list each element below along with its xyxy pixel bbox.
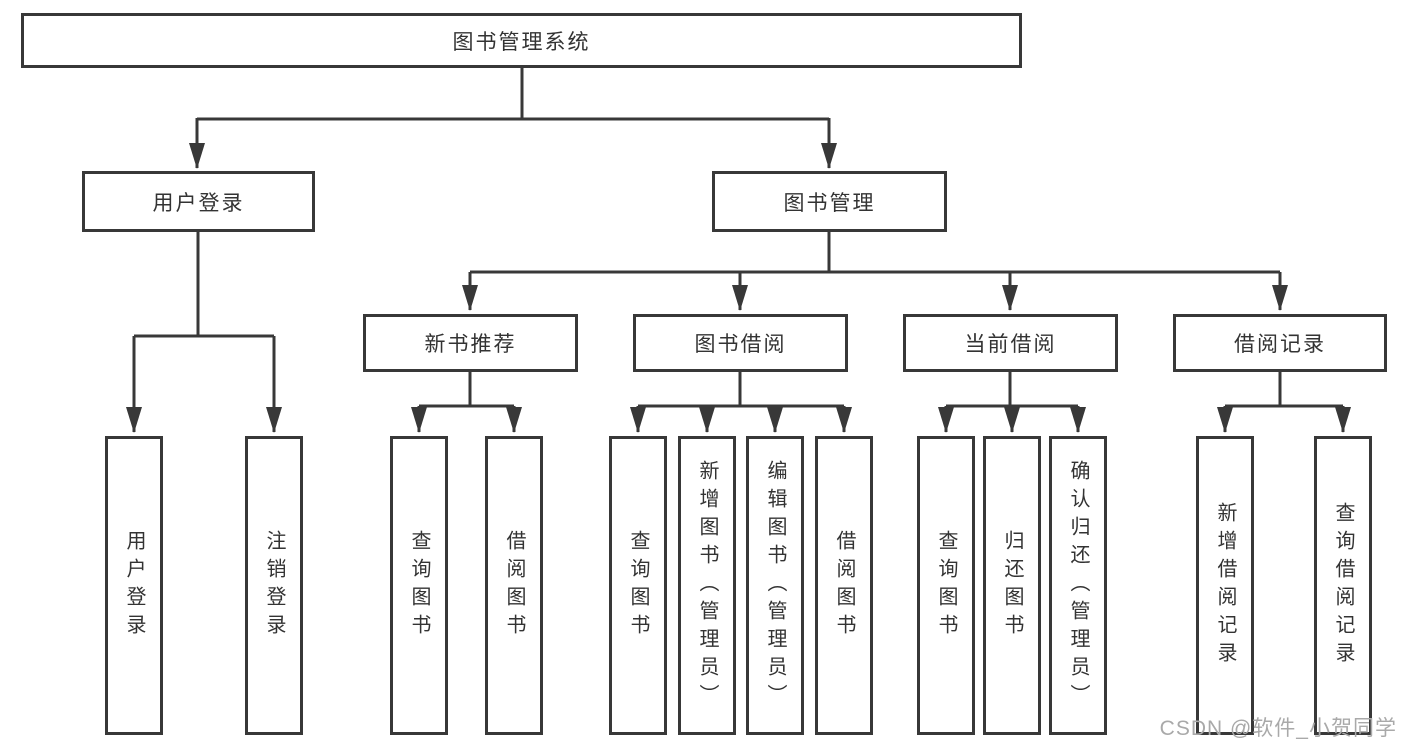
connector-user-login-branch — [126, 232, 282, 433]
connector-book-management-branch — [462, 232, 1288, 311]
leaf-confirm-return-admin: 确认归还（管理员） — [1049, 436, 1107, 735]
node-library-management-system: 图书管理系统 — [21, 13, 1022, 68]
leaf-query-books-current: 查询图书 — [917, 436, 975, 735]
leaf-label: 借阅图书 — [833, 529, 855, 642]
leaf-user-login: 用户登录 — [105, 436, 163, 735]
node-label: 图书管理系统 — [452, 30, 591, 54]
leaf-label: 查询图书 — [408, 529, 430, 642]
leaf-label: 查询图书 — [627, 529, 649, 642]
leaf-query-books-recommend: 查询图书 — [390, 436, 448, 735]
node-user-login: 用户登录 — [82, 171, 315, 232]
connector-root-to-level2 — [189, 68, 837, 169]
leaf-add-book-admin: 新增图书（管理员） — [678, 436, 736, 735]
leaf-query-borrow-record: 查询借阅记录 — [1314, 436, 1372, 735]
node-book-borrowing: 图书借阅 — [633, 314, 848, 372]
node-label: 新书推荐 — [424, 333, 517, 356]
connector-borrow-records-branch — [1217, 372, 1351, 433]
leaf-add-borrow-record: 新增借阅记录 — [1196, 436, 1254, 735]
leaf-query-books-borrow: 查询图书 — [609, 436, 667, 735]
connector-book-borrow-branch — [630, 372, 852, 433]
node-new-book-recommendation: 新书推荐 — [363, 314, 578, 372]
leaf-label: 注销登录 — [263, 529, 285, 642]
node-borrowing-records: 借阅记录 — [1173, 314, 1387, 372]
node-label: 图书借阅 — [694, 333, 787, 356]
node-current-borrowing: 当前借阅 — [903, 314, 1118, 372]
node-label: 借阅记录 — [1234, 333, 1326, 356]
connector-current-borrow-branch — [938, 372, 1086, 433]
leaf-label: 确认归还（管理员） — [1067, 459, 1089, 712]
leaf-return-books: 归还图书 — [983, 436, 1041, 735]
leaf-label: 新增图书（管理员） — [696, 459, 718, 712]
leaf-label: 新增借阅记录 — [1214, 501, 1236, 670]
leaf-label: 归还图书 — [1001, 529, 1023, 642]
leaf-label: 查询借阅记录 — [1332, 501, 1354, 670]
leaf-label: 借阅图书 — [503, 529, 525, 642]
node-label: 图书管理 — [783, 191, 876, 215]
leaf-label: 编辑图书（管理员） — [764, 459, 786, 712]
watermark-csdn: CSDN @软件_小贺同学 — [1159, 717, 1397, 740]
node-book-management: 图书管理 — [712, 171, 947, 232]
leaf-logout: 注销登录 — [245, 436, 303, 735]
leaf-edit-book-admin: 编辑图书（管理员） — [746, 436, 804, 735]
leaf-borrow-books: 借阅图书 — [815, 436, 873, 735]
node-label: 用户登录 — [152, 191, 245, 215]
connector-new-book-branch — [411, 372, 522, 433]
node-label: 当前借阅 — [964, 333, 1057, 356]
leaf-label: 查询图书 — [935, 529, 957, 642]
leaf-label: 用户登录 — [123, 529, 145, 642]
leaf-borrow-books-recommend: 借阅图书 — [485, 436, 543, 735]
